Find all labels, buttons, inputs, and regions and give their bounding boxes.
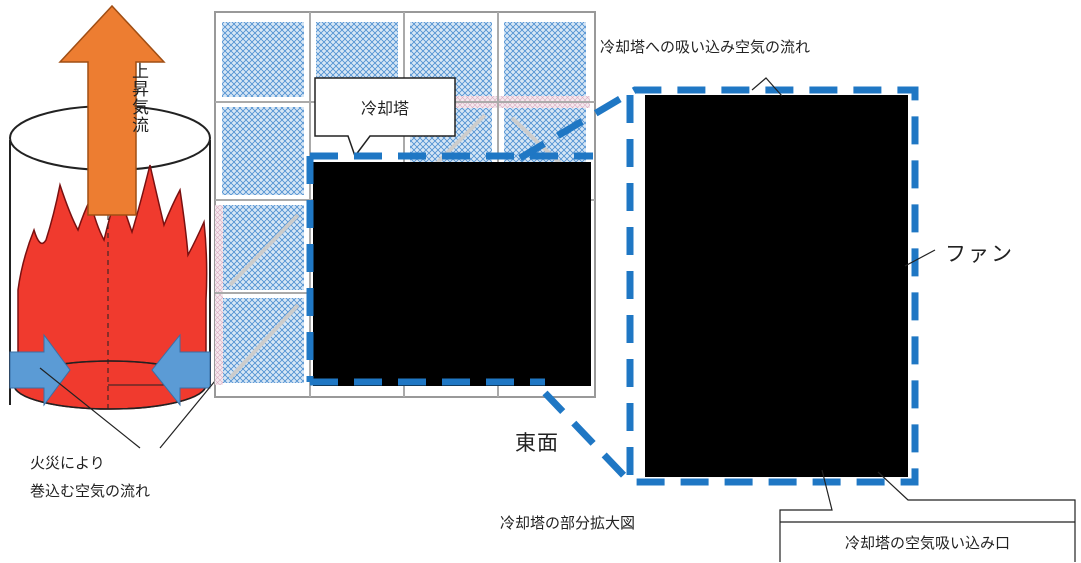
cooling-tower-callout: [314, 77, 456, 158]
dashed-outline: [306, 86, 919, 486]
enlarged-view-label: 冷却塔の部分拡大図: [500, 514, 636, 532]
east-face-label: 東面: [515, 431, 559, 455]
cooling-tower-label: 冷却塔: [360, 99, 409, 118]
intake-flow-label: 冷却塔への吸い込み空気の流れ: [600, 38, 811, 56]
rising-air-arrow: [58, 4, 166, 216]
fan-label: ファン: [945, 242, 1014, 266]
fire-air-label-line2: 巻込む空気の流れ: [30, 482, 151, 500]
right-intake-arrow: [151, 333, 211, 407]
redacted-block-enlarged: [645, 95, 908, 477]
fire-air-label-line1: 火災により: [30, 454, 105, 472]
redacted-block-tower: [313, 162, 591, 386]
left-intake-arrow: [9, 333, 71, 407]
rising-air-label: 上昇気流: [128, 62, 148, 134]
air-intake-label: 冷却塔の空気吸い込み口: [844, 533, 1010, 552]
